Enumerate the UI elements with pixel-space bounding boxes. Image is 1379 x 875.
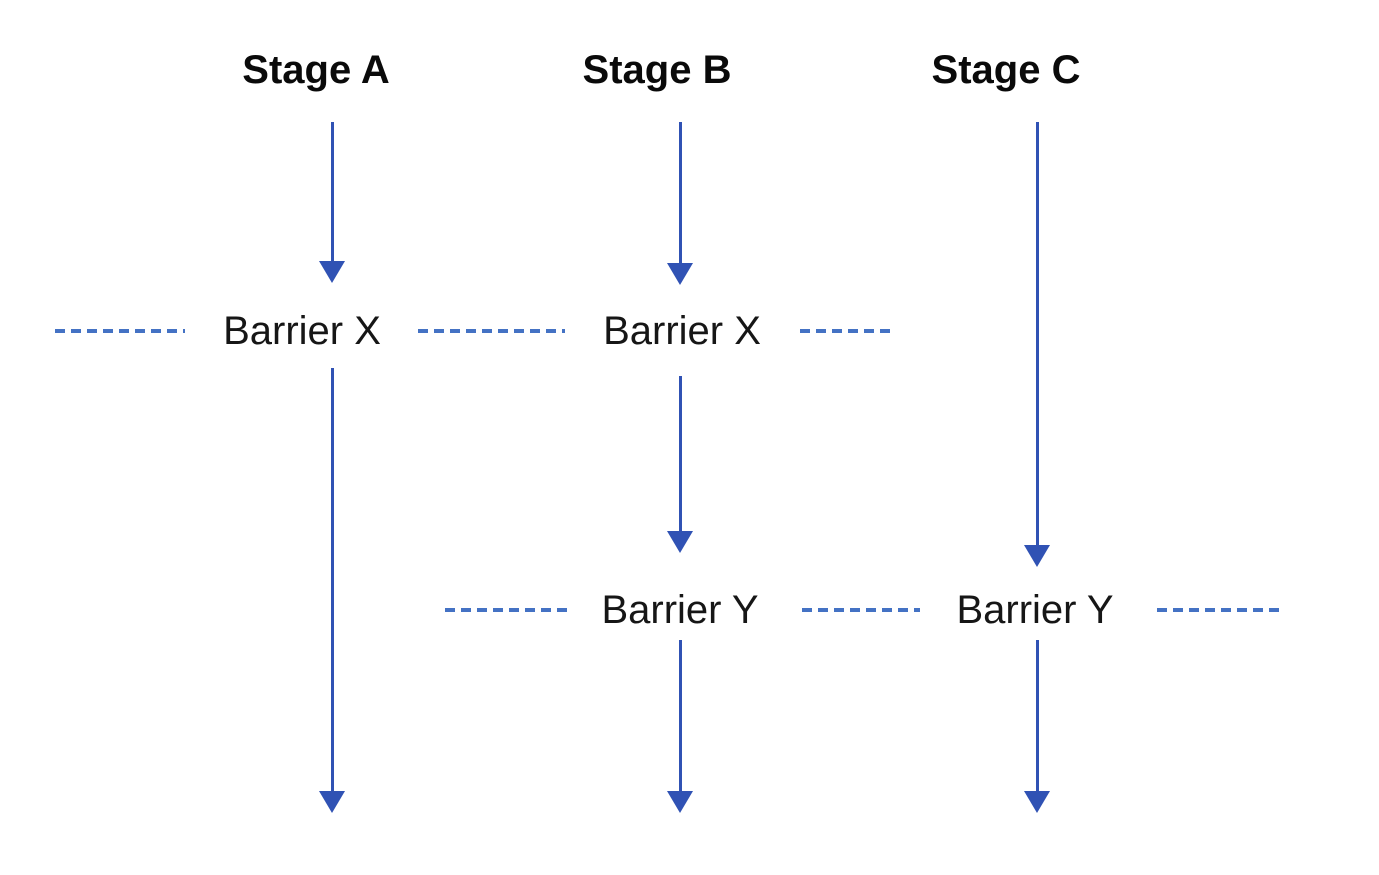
barrier-y-dash-left bbox=[445, 608, 573, 612]
arrow-shaft bbox=[678, 640, 682, 791]
arrow-shaft bbox=[678, 376, 682, 531]
stage-c-arrow-top bbox=[1024, 122, 1050, 567]
arrow-shaft bbox=[330, 122, 334, 261]
stage-b-arrow-bottom bbox=[667, 640, 693, 813]
arrow-shaft bbox=[1035, 122, 1039, 545]
stage-b-label: Stage B bbox=[582, 48, 732, 92]
stage-a-arrow-bottom bbox=[319, 368, 345, 813]
barrier-y-dash-middle bbox=[802, 608, 920, 612]
arrowhead-icon bbox=[319, 261, 345, 283]
arrowhead-icon bbox=[667, 791, 693, 813]
arrowhead-icon bbox=[667, 263, 693, 285]
barrier-x-dash-right bbox=[800, 329, 893, 333]
arrowhead-icon bbox=[1024, 791, 1050, 813]
barrier-x-label-1: Barrier X bbox=[223, 309, 381, 353]
stage-a-label: Stage A bbox=[242, 48, 390, 92]
stage-b-arrow-top bbox=[667, 122, 693, 285]
arrow-shaft bbox=[1035, 640, 1039, 791]
barrier-y-label-1: Barrier Y bbox=[601, 588, 759, 632]
stage-c-label: Stage C bbox=[931, 48, 1081, 92]
barrier-y-label-2: Barrier Y bbox=[956, 588, 1114, 632]
stage-a-arrow-top bbox=[319, 122, 345, 283]
stage-b-arrow-middle bbox=[667, 376, 693, 553]
arrowhead-icon bbox=[667, 531, 693, 553]
arrow-shaft bbox=[678, 122, 682, 263]
stage-c-arrow-bottom bbox=[1024, 640, 1050, 813]
barrier-x-dash-middle bbox=[418, 329, 565, 333]
barrier-y-dash-right bbox=[1157, 608, 1280, 612]
arrow-shaft bbox=[330, 368, 334, 791]
arrowhead-icon bbox=[319, 791, 345, 813]
barrier-x-dash-left bbox=[55, 329, 185, 333]
arrowhead-icon bbox=[1024, 545, 1050, 567]
barrier-x-label-2: Barrier X bbox=[603, 309, 761, 353]
